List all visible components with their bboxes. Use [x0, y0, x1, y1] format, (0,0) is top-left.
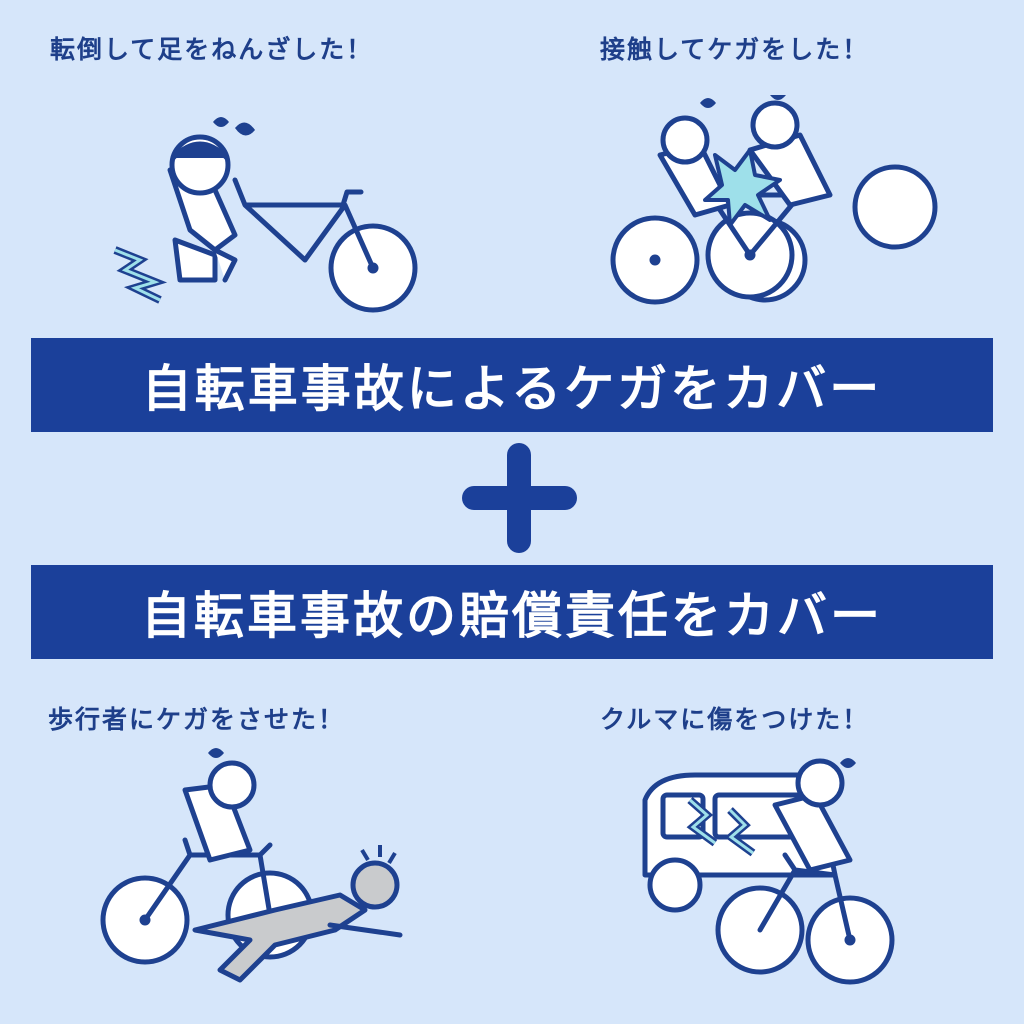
- caption-car-damage: クルマに傷をつけた！: [600, 705, 870, 734]
- caption-fall-sprain: 転倒して足をねんざした！: [50, 35, 374, 64]
- fallen-cyclist-illustration: [113, 117, 418, 313]
- pedestrian-accident-illustration: [100, 748, 403, 983]
- caption-collision-injury: 接触してケガをした！: [600, 35, 870, 64]
- plus-icon: [462, 443, 577, 553]
- banner-liability-coverage: 自転車事故の賠償責任をカバー: [31, 565, 993, 659]
- car-damage-illustration: [642, 758, 895, 985]
- collision-cyclists-illustration: [610, 95, 938, 305]
- banner-injury-coverage: 自転車事故によるケガをカバー: [31, 338, 993, 432]
- caption-pedestrian-injury: 歩行者にケガをさせた！: [48, 705, 346, 734]
